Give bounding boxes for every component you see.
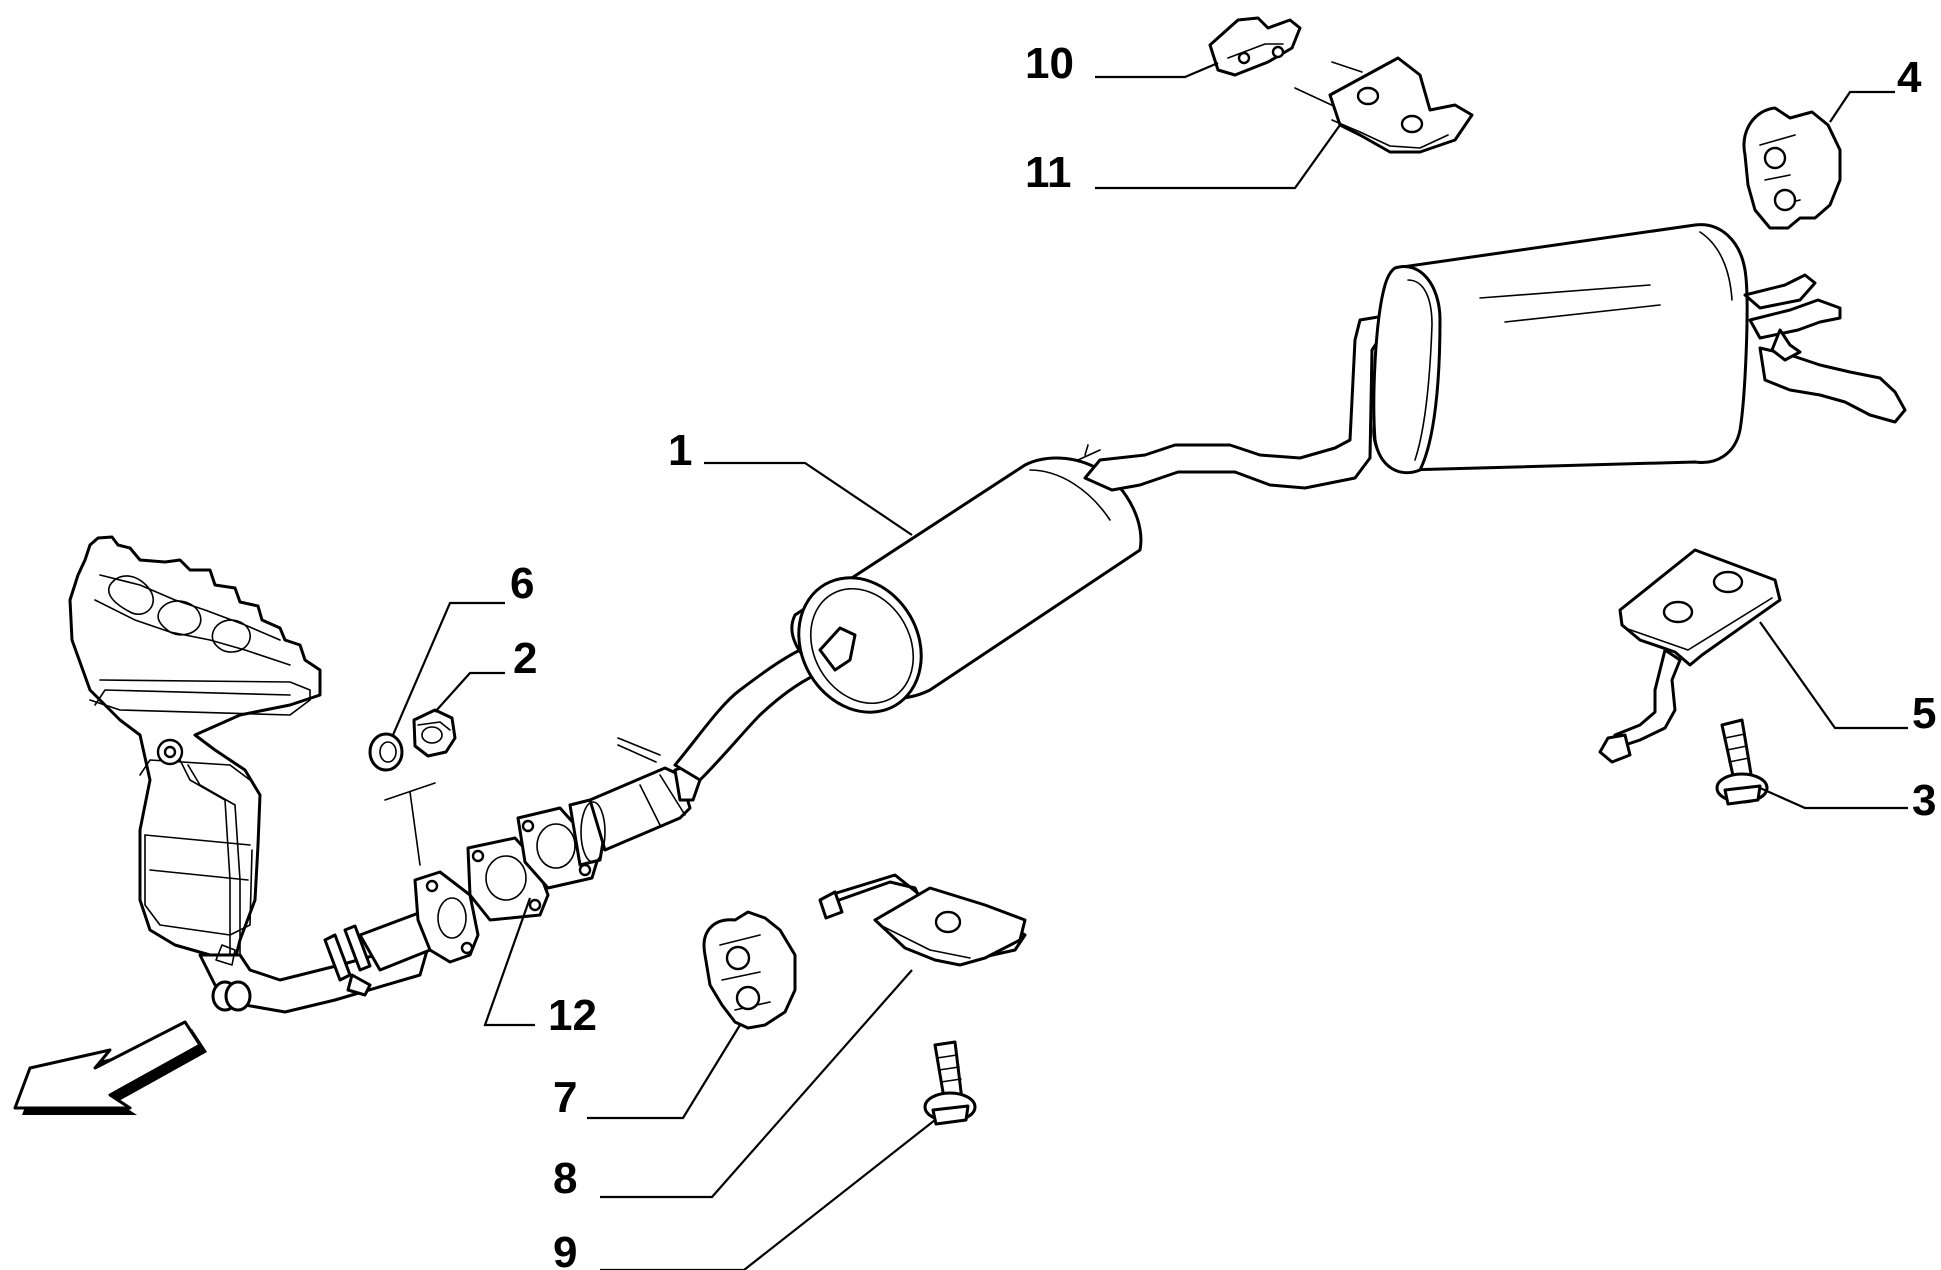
leader-2 [434,671,505,713]
callout-12: 12 [548,991,597,1040]
rubber-mount-10 [1208,16,1302,77]
exhaust-manifold-catalyst [68,535,480,1014]
callout-10: 10 [1025,39,1074,88]
callout-2: 2 [513,634,537,683]
direction-arrow-icon [13,1020,207,1115]
rubber-mount-7 [702,910,797,1030]
callout-9: 9 [553,1228,577,1270]
leader-7 [587,1024,741,1120]
callout-labels: 1 2 3 4 5 6 7 8 9 10 11 12 [510,39,1936,1270]
seal-ring [368,732,404,772]
leader-4 [1829,90,1895,123]
leader-11 [1095,124,1341,190]
exhaust-pipe-assembly [568,223,1907,867]
bracket-5 [1598,548,1782,764]
nut-ring-bracket [384,782,436,866]
callout-11: 11 [1025,148,1072,197]
callout-3: 3 [1912,776,1936,825]
callout-4: 4 [1897,53,1922,102]
leader-1 [704,461,913,536]
hex-nut [412,708,457,758]
leader-9 [600,1119,936,1270]
callout-5: 5 [1912,689,1936,738]
callout-1: 1 [668,426,692,475]
bracket-11 [1294,56,1474,154]
leader-5 [1759,621,1908,730]
leader-10 [1095,61,1219,79]
bolt-9 [923,1040,977,1126]
leader-6 [391,601,505,736]
rubber-mount-4 [1742,106,1842,230]
bracket-8 [818,873,1027,967]
callout-6: 6 [510,559,534,608]
callout-8: 8 [553,1154,577,1203]
bolt-3 [1715,718,1769,806]
leader-lines [391,61,1908,1270]
callout-7: 7 [553,1073,577,1122]
leader-8 [600,969,913,1199]
leader-12 [483,897,535,1027]
leader-3 [1759,786,1908,810]
